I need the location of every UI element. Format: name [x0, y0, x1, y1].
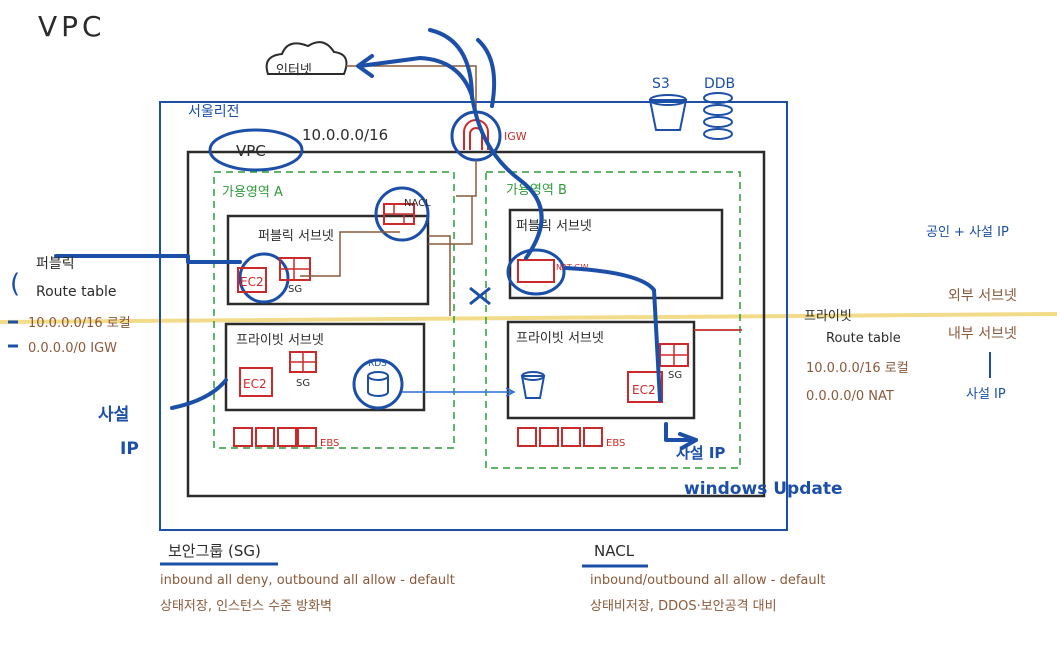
vpc-label-circle: [208, 128, 304, 172]
nacl-note-title: NACL: [594, 542, 635, 560]
public-rt-route-2: 0.0.0.0/0 IGW: [28, 341, 117, 356]
az-b-box: [485, 171, 741, 469]
nacl-label: NACL: [404, 198, 431, 209]
az-b-private-subnet: [506, 320, 696, 420]
public-rt-bracket: (: [10, 269, 20, 299]
az-b-private-subnet-label: 프라이빗 서브넷: [516, 331, 604, 346]
az-a-private-subnet-label: 프라이빗 서브넷: [236, 333, 324, 348]
ec2-sg-circle: [238, 252, 290, 304]
az-b-ebs-label: EBS: [606, 438, 625, 449]
s3-bucket-icon: [648, 94, 688, 131]
az-a-public-ec2-label: EC2: [240, 275, 264, 289]
ec2-icon: [239, 367, 273, 397]
private-rt-route-2: 0.0.0.0/0 NAT: [806, 389, 894, 404]
bottom-private-ip-label: 사설 IP: [676, 444, 725, 462]
az-b-private-ec2-label: EC2: [632, 383, 656, 397]
blocked-cross-icon: [469, 286, 491, 306]
az-b-public-subnet-label: 퍼블릭 서브넷: [516, 219, 592, 234]
az-a-ebs-label: EBS: [320, 438, 339, 449]
rds-database-icon: [367, 371, 389, 397]
az-a-public-sg-label: SG: [288, 284, 302, 295]
region-label: 서울리전: [188, 104, 240, 120]
ddb-icon: [703, 92, 733, 140]
internet-cloud-icon: [265, 41, 348, 75]
sg-note-line-1: inbound all deny, outbound all allow - d…: [160, 573, 455, 588]
az-a-label: 가용영역 A: [222, 185, 283, 200]
right-private-ip-label: 사설 IP: [966, 387, 1006, 402]
sg-firewall-icon: [659, 343, 689, 367]
az-a-box: [213, 171, 455, 449]
az-a-private-ec2-label: EC2: [243, 377, 267, 391]
traffic-flow-arrows: [54, 28, 698, 450]
sg-note-title: 보안그룹 (SG): [168, 542, 261, 560]
az-b-label: 가용영역 B: [506, 183, 567, 198]
public-private-ip-label: 공인 + 사설 IP: [926, 225, 1009, 240]
internet-label: 인터넷: [276, 63, 312, 78]
left-private-ip-line2: IP: [120, 439, 139, 459]
nacl-note-line-1: inbound/outbound all allow - default: [590, 573, 825, 588]
public-rt-route-1: 10.0.0.0/16 로컬: [28, 316, 131, 331]
internal-subnet-label: 내부 서브넷: [948, 326, 1017, 342]
rds-arrow-head: [505, 387, 516, 397]
az-b-private-sg-label: SG: [668, 370, 682, 381]
rds-circle: [352, 358, 404, 410]
az-a-public-subnet-label: 퍼블릭 서브넷: [258, 229, 334, 244]
windows-update-label: windows Update: [684, 479, 843, 499]
vpc-cidr: 10.0.0.0/16: [302, 126, 388, 144]
public-rt-name: Route table: [36, 284, 117, 300]
private-rt-title: 프라이빗: [804, 309, 852, 324]
public-rt-title: 퍼블릭: [36, 256, 75, 272]
s3-label: S3: [652, 76, 670, 92]
nacl-note-line-2: 상태비저장, DDOS·보안공격 대비: [590, 599, 777, 614]
left-private-ip-line1: 사설: [98, 405, 129, 425]
sg-firewall-icon: [279, 257, 311, 281]
private-rt-route-1: 10.0.0.0/16 로컬: [806, 361, 909, 376]
nat-gw-circle: [506, 248, 566, 296]
ec2-icon: [237, 267, 267, 293]
az-b-public-subnet: [508, 208, 724, 300]
ddb-label: DDB: [704, 76, 735, 92]
ebs-volumes-icon: [233, 427, 317, 447]
page-title: VPC: [38, 10, 106, 43]
rds-label: RDS: [368, 359, 387, 369]
subnet-divider-line: [0, 312, 1057, 324]
sg-note-line-2: 상태저장, 인스턴스 수준 방화벽: [160, 599, 332, 614]
igw-label: IGW: [504, 130, 527, 143]
vpc-box: [186, 150, 766, 498]
storage-bucket-icon: [520, 371, 546, 399]
ec2-icon: [627, 371, 663, 403]
nacl-circle: [374, 186, 430, 242]
private-rt-name: Route table: [826, 331, 901, 346]
sg-firewall-icon: [289, 351, 317, 373]
az-a-private-subnet: [224, 322, 426, 412]
external-subnet-label: 외부 서브넷: [948, 288, 1017, 304]
az-a-private-sg-label: SG: [296, 378, 310, 389]
vpc-label: VPC: [236, 142, 266, 160]
nat-gateway-icon: [517, 259, 555, 283]
firewall-icon: [383, 203, 415, 225]
ebs-volumes-icon: [517, 427, 603, 447]
